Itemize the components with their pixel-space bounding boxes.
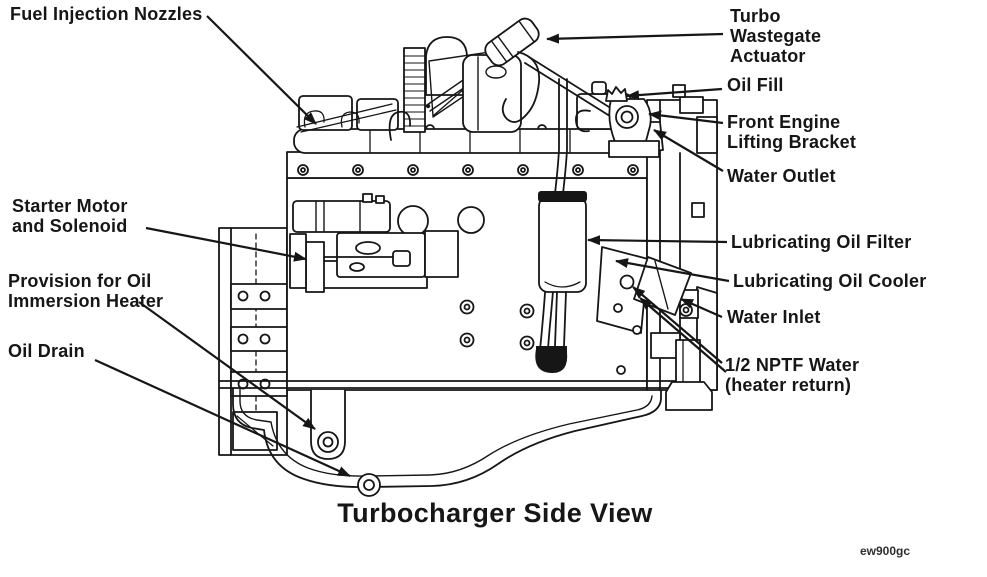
leader-oil-drain (94, 358, 351, 478)
label-turbo-wastegate-actuator: Turbo Wastegate Actuator (730, 6, 822, 66)
leader-water-inlet (680, 297, 723, 319)
label-nptf-water: 1/2 NPTF Water (heater return) (725, 355, 860, 395)
leader-starter-motor (145, 226, 307, 262)
label-lubricating-oil-cooler: Lubricating Oil Cooler (733, 271, 927, 291)
label-front-engine-lifting-bracket: Front Engine Lifting Bracket (727, 112, 857, 152)
leader-lubricating-oil-cooler (615, 258, 730, 283)
leader-front-engine-lifting-bracket (648, 110, 724, 125)
diagram-caption: Turbocharger Side View (337, 498, 653, 528)
leader-nptf-water-2 (639, 297, 727, 373)
label-water-outlet: Water Outlet (727, 166, 836, 186)
label-starter-motor-and-solenoid: Starter Motor and Solenoid (12, 196, 128, 236)
leader-lubricating-oil-filter (587, 235, 728, 246)
starter-motor (289, 193, 459, 293)
wastegate-actuator (484, 17, 540, 67)
leader-lines (94, 15, 730, 478)
label-lubricating-oil-filter: Lubricating Oil Filter (731, 232, 912, 252)
oil-filter (538, 191, 587, 347)
label-oil-fill: Oil Fill (727, 75, 784, 95)
leader-oil-fill (626, 87, 723, 101)
leader-oil-immersion-heater (138, 301, 316, 430)
flywheel-housing (218, 227, 288, 456)
oil-fill-cap (605, 86, 628, 102)
lifting-bracket (608, 98, 660, 158)
leader-turbo-wastegate-actuator (546, 32, 724, 44)
oil-pan (219, 380, 701, 497)
engine-body (218, 17, 718, 497)
label-oil-immersion-heater: Provision for Oil Immersion Heater (8, 271, 164, 311)
label-water-inlet: Water Inlet (727, 307, 821, 327)
label-fuel-injection-nozzles: Fuel Injection Nozzles (10, 4, 203, 24)
leader-water-outlet (653, 129, 724, 172)
label-oil-drain: Oil Drain (8, 341, 85, 361)
leader-fuel-injection-nozzles (206, 15, 317, 125)
figure-code-text: ew900gc (860, 544, 911, 558)
